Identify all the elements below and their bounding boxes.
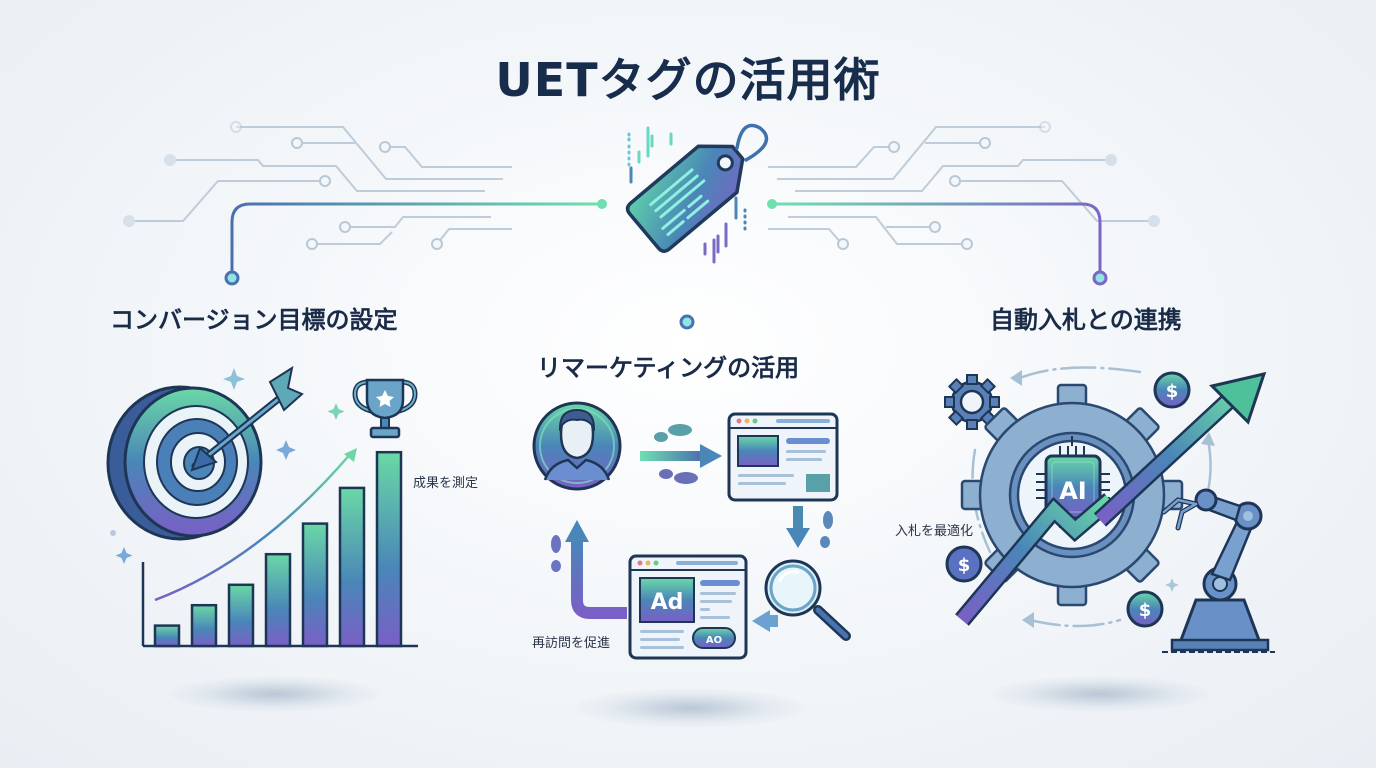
footprints-icon — [551, 424, 833, 572]
heading-conversion-goal: コンバージョン目標の設定 — [110, 306, 398, 334]
svg-text:$: $ — [1139, 600, 1152, 621]
arrow-icon — [190, 365, 304, 472]
svg-text:Ad: Ad — [651, 590, 684, 615]
chart-bar — [264, 552, 292, 648]
caption-optimize-bids: 入札を最適化 — [895, 524, 974, 539]
magnifier-icon — [764, 559, 851, 641]
sparkle-icon — [110, 368, 345, 564]
dollar-coin-icon — [945, 371, 1191, 628]
target-icon — [106, 385, 263, 541]
caption-measure-results: 成果を測定 — [413, 476, 479, 491]
heading-auto-bidding: 自動入札との連携 — [990, 306, 1182, 334]
shadow-right — [990, 676, 1210, 712]
chart-bar — [227, 583, 255, 648]
trophy-icon — [352, 378, 418, 439]
price-tag-icon — [625, 144, 745, 253]
chart-bar — [301, 522, 329, 648]
bar-chart-icon — [141, 450, 418, 648]
chart-bar — [375, 450, 403, 648]
shadow-center — [575, 688, 805, 728]
svg-text:AO: AO — [706, 635, 722, 646]
ad-window-icon — [628, 554, 748, 660]
browser-window-icon — [727, 412, 839, 502]
heading-remarketing: リマーケティングの活用 — [537, 354, 800, 382]
svg-text:$: $ — [958, 555, 971, 576]
trend-arrow-icon — [955, 371, 1267, 626]
chart-bar — [338, 486, 366, 648]
user-avatar-icon — [532, 401, 622, 491]
shadow-left — [170, 676, 380, 712]
chart-bar — [153, 624, 181, 648]
caption-encourage-revisit: 再訪問を促進 — [532, 636, 611, 651]
gear-icon — [944, 374, 1000, 430]
svg-text:$: $ — [1166, 381, 1179, 402]
robot-arm-icon — [1161, 488, 1275, 653]
chart-bar — [190, 603, 218, 648]
svg-text:AI: AI — [1059, 477, 1087, 505]
page-title: UETタグの活用術 — [495, 53, 881, 107]
